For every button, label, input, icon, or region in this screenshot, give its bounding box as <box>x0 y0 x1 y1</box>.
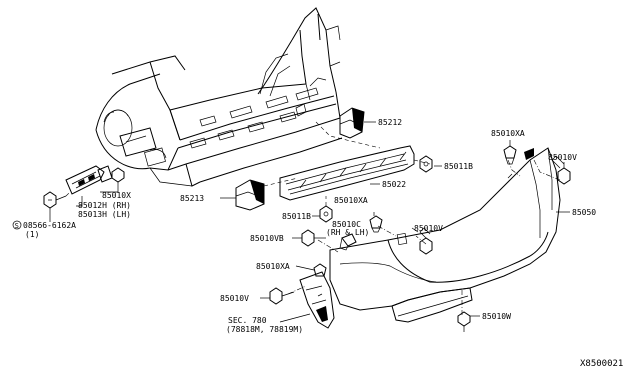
bolt-85010V-mid <box>419 227 433 255</box>
label-85010C-side: (RH & LH) <box>326 228 369 237</box>
label-85011B-lower: 85011B <box>282 212 311 221</box>
side-bracket-85012H <box>65 165 113 195</box>
label-85010W: 85010W <box>482 312 511 321</box>
label-85050: 85050 <box>572 208 596 217</box>
label-85010XA-low: 85010XA <box>256 262 290 271</box>
label-85010VB: 85010VB <box>250 234 284 243</box>
guide-line <box>65 191 71 197</box>
bumper-fascia-85050 <box>329 147 561 323</box>
guide-line <box>315 121 381 149</box>
clip-85010X <box>111 167 125 188</box>
guide-line <box>317 239 339 253</box>
label-85010C: 85010C <box>332 220 361 229</box>
label-85012H: 85012H (RH) <box>78 201 131 210</box>
leader-85012H <box>76 196 83 207</box>
guide-line <box>377 225 397 237</box>
label-85010V-top: 85010V <box>548 153 577 162</box>
label-85212: 85212 <box>378 118 402 127</box>
bracket-85213 <box>235 179 265 211</box>
label-sec780-parts: (78818M, 78819M) <box>226 325 303 334</box>
label-08566: 08566-6162A <box>23 221 76 230</box>
label-sec780: SEC. 780 <box>228 316 267 325</box>
label-08566-qty: (1) <box>25 230 39 239</box>
diagram-id: X8500021 <box>580 359 623 369</box>
vehicle-body-outline <box>95 7 343 187</box>
nut-85011B-upper <box>419 155 433 173</box>
label-85213: 85213 <box>180 194 204 203</box>
label-85010V-low: 85010V <box>220 294 249 303</box>
bumper-side-bracket <box>299 271 335 329</box>
leader-85010V-mid <box>411 227 419 233</box>
leader-85010XA-low <box>295 265 315 271</box>
clip-85010XA-mid <box>369 215 383 233</box>
label-85010X: 85010X <box>102 191 131 200</box>
nut-85011B-lower <box>319 205 333 223</box>
label-85013H: 85013H (LH) <box>78 210 131 219</box>
absorber-85022 <box>279 145 415 201</box>
leader-sec780 <box>279 313 311 323</box>
label-85022: 85022 <box>382 180 406 189</box>
bolt-85010VB <box>301 229 326 247</box>
guide-line <box>413 159 431 165</box>
label-85010XA-top: 85010XA <box>491 129 525 138</box>
guide-line <box>507 159 521 177</box>
screw-symbol-08566: S <box>12 220 22 230</box>
screw-08566 <box>43 191 67 209</box>
guide-line <box>415 235 427 245</box>
clip-85010XA-top <box>503 145 517 165</box>
label-85010V-mid: 85010V <box>414 224 443 233</box>
svg-text:S: S <box>15 222 19 230</box>
leader-85010X <box>100 188 119 193</box>
bracket-85212 <box>339 107 365 139</box>
screw-85010W <box>457 311 471 332</box>
label-85010XA-mid: 85010XA <box>334 196 368 205</box>
label-85011B-upper: 85011B <box>444 162 473 171</box>
bracket-85010C <box>339 233 357 251</box>
bolt-85010V-low <box>269 287 295 305</box>
guide-line <box>533 159 561 181</box>
guide-line <box>263 177 299 187</box>
